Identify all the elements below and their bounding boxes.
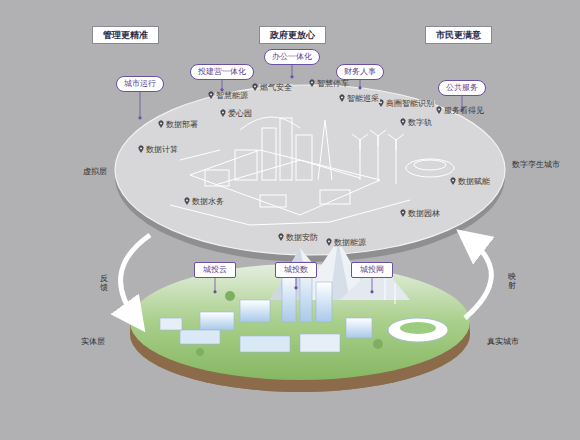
node-text: 管理更精准 [103,30,148,40]
pin-dot [438,109,440,111]
map-pin-label: 数据水务 [191,198,225,207]
map-pin-label: 爱心园 [227,110,253,119]
pin-icon [309,79,314,87]
pins [138,65,463,294]
tag-anchor [138,116,141,119]
pin-icon [158,120,163,128]
layer-label: 实体层 [80,337,106,346]
pin-dot [140,148,142,150]
map-pin-label: 服务看得见 [443,107,485,116]
tag-stem [140,92,141,118]
pin-icon [326,238,331,246]
tag-pill: 财务人事 [336,64,384,80]
tag-box: 城投数 [275,262,317,278]
tag-pill: 城市运行 [116,76,164,92]
node-text: 城投云 [203,265,227,274]
map-pin-label: 数据计算 [145,146,179,155]
map-pin-label: 数字轨 [407,119,433,128]
real-city [160,240,448,356]
pin-icon [436,106,441,114]
pin-icon [450,177,455,185]
pin-dot [452,180,454,182]
map-pin-label: 商圈智能识别 [385,100,435,109]
node-text: 城投网 [360,265,384,274]
mapping-arrow [465,240,491,318]
tag-anchor [358,86,361,89]
node-text: 政府更放心 [270,30,315,40]
pin-dot [402,121,404,123]
pin-icon [252,83,257,91]
tag-anchor [370,290,373,293]
pin-dot [186,200,188,202]
pin-icon [278,233,283,241]
pin-dot [210,94,212,96]
map-pin-label: 数据能源 [333,239,367,248]
layer-label: 真实城市 [486,337,520,346]
map-pin-label: 智能巡采 [346,95,380,104]
map-pin-label: 数据园林 [407,210,441,219]
head-box: 市民更满意 [425,26,492,45]
pin-icon [138,145,143,153]
node-text: 办公一体化 [272,52,312,61]
head-box: 政府更放心 [259,26,326,45]
feedback-arrow [121,235,150,318]
pin-dot [160,123,162,125]
virtual-disc [115,85,505,262]
tag-anchor [290,75,293,78]
node-text: 财务人事 [344,67,376,76]
arrow-label: 反馈 [99,275,109,293]
node-text: 市民更满意 [436,30,481,40]
pin-icon [400,118,405,126]
map-pin-label: 燃气安全 [259,84,293,93]
pin-dot [280,236,282,238]
pin-dot [402,212,404,214]
pin-icon [208,91,213,99]
pin-icon [220,109,225,117]
pin-dot [254,86,256,88]
map-pin-label: 数据安防 [285,234,319,243]
pin-dot [222,112,224,114]
pin-dot [380,102,382,104]
layer-label: 数字孪生城市 [511,160,561,169]
map-pin-label: 智慧能源 [215,92,249,101]
tag-stem [292,65,293,77]
tag-box: 城投云 [194,262,236,278]
tag-pill: 公共服务 [438,80,486,96]
map-pin-label: 数据部署 [165,121,199,130]
pin-dot [341,97,343,99]
pin-dot [328,241,330,243]
node-text: 城投数 [284,265,308,274]
tag-anchor [294,286,297,289]
map-pin-label: 数据赋能 [457,178,491,187]
map-pin-label: 智慧停车 [316,80,350,89]
arrow-label: 映射 [507,273,517,291]
tag-box: 城投网 [351,262,393,278]
tag-pill: 投建营一体化 [190,64,254,80]
pin-icon [339,94,344,102]
pin-icon [184,197,189,205]
node-text: 公共服务 [446,83,478,92]
line-art-city [170,117,454,225]
tag-stem [372,278,373,292]
tag-anchor [213,290,216,293]
layer-label: 虚拟层 [82,167,108,176]
tag-pill: 办公一体化 [264,49,320,65]
pin-icon [400,209,405,217]
head-box: 管理更精准 [92,26,159,45]
tag-stem [215,278,216,292]
node-text: 投建营一体化 [198,67,246,76]
pin-dot [311,82,313,84]
node-text: 城市运行 [124,79,156,88]
